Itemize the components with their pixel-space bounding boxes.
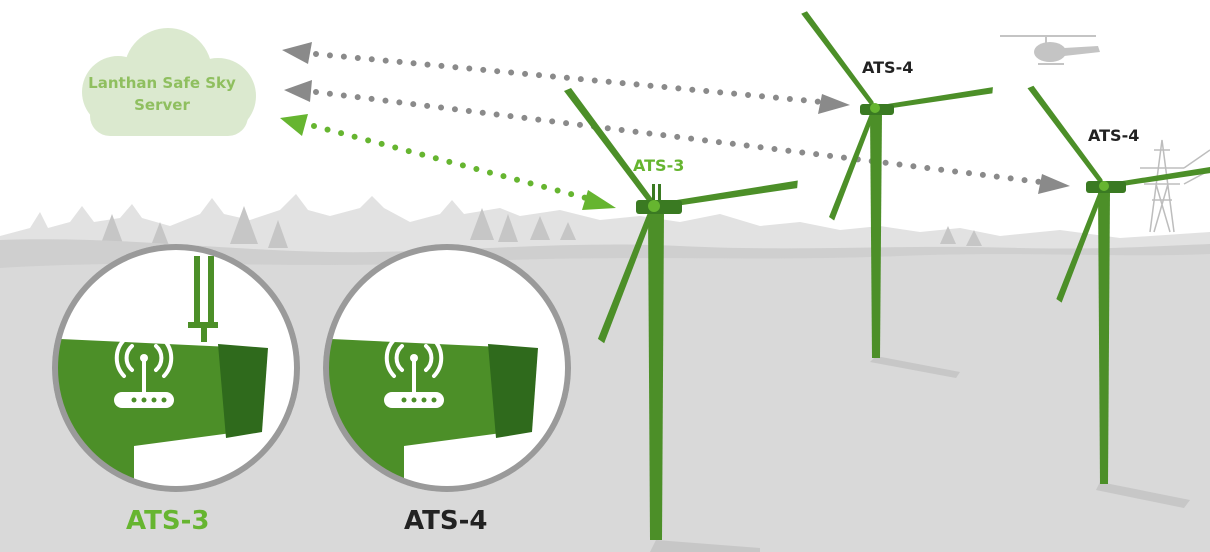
turbine-ats-4-right (1018, 85, 1210, 484)
arrowhead-left-icon (284, 80, 312, 102)
server-link-green (280, 114, 616, 210)
arrowhead-right-icon (582, 190, 616, 210)
power-pylon-icon (1140, 139, 1210, 233)
arrowhead-right-icon (818, 94, 850, 114)
server-label-line1: Lanthan Safe Sky (88, 74, 236, 92)
turbine-label-ats-4-right: ATS-4 (1088, 126, 1140, 145)
turbine-ats-3 (553, 88, 801, 540)
wireless-router-icon (114, 338, 174, 408)
detail-caption-ats-4: ATS-4 (404, 506, 488, 536)
turbine-ats-4-middle (792, 11, 996, 358)
hills (0, 239, 1210, 552)
server-link-gray-2 (284, 80, 1070, 194)
detail-circle-ats-4 (323, 244, 571, 492)
tree-icon (100, 206, 982, 248)
arrowhead-left-icon (280, 114, 308, 136)
turbine-label-ats-3: ATS-3 (633, 156, 685, 175)
detail-caption-ats-3: ATS-3 (126, 506, 210, 536)
server-label: Lanthan Safe Sky Server (62, 72, 262, 116)
arrowhead-right-icon (1038, 174, 1070, 194)
arrowhead-left-icon (282, 42, 312, 64)
wireless-router-icon (384, 338, 444, 408)
detail-circle-ats-3 (52, 244, 300, 492)
antenna-icon (652, 184, 655, 200)
turbine-label-ats-4-middle: ATS-4 (862, 58, 914, 77)
cloud-icon (82, 28, 256, 136)
server-link-gray-1 (282, 42, 850, 114)
turbine-shadows (650, 356, 1190, 552)
server-label-line2: Server (134, 96, 190, 114)
helicopter-icon (1000, 35, 1100, 65)
